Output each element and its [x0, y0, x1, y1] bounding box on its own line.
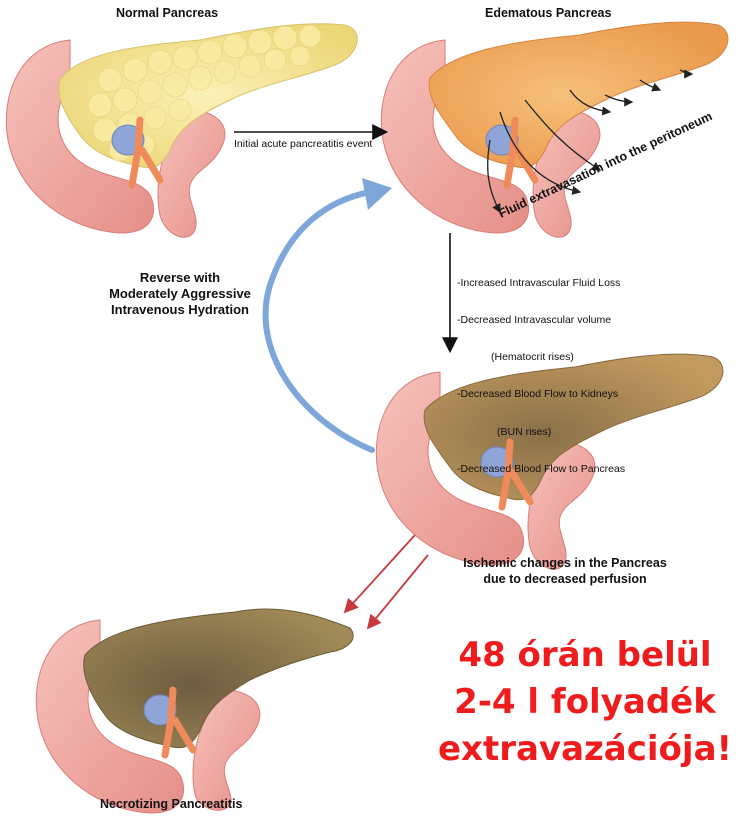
necrotizing-pancreatitis-title: Necrotizing Pancreatitis	[100, 797, 242, 811]
consequence-item: -Increased Intravascular Fluid Loss	[457, 277, 625, 289]
reverse-label-line: Intravenous Hydration	[80, 302, 280, 318]
reverse-hydration-arrow	[266, 178, 392, 450]
highlight-line: 2-4 l folyadék	[415, 679, 746, 726]
edematous-pancreas-title: Edematous Pancreas	[485, 6, 611, 20]
consequences-list: -Increased Intravascular Fluid Loss -Dec…	[457, 252, 625, 488]
ischemic-label: Ischemic changes in the Pancreas due to …	[425, 555, 705, 587]
ischemic-label-line: Ischemic changes in the Pancreas	[425, 555, 705, 571]
initial-event-label: Initial acute pancreatitis event	[234, 138, 372, 150]
reverse-hydration-label: Reverse with Moderately Aggressive Intra…	[80, 270, 280, 318]
highlight-line: 48 órán belül	[415, 632, 746, 679]
reverse-label-line: Reverse with	[80, 270, 280, 286]
normal-pancreas-illustration	[6, 24, 357, 238]
reverse-label-line: Moderately Aggressive	[80, 286, 280, 302]
consequence-item: -Decreased Intravascular volume	[457, 314, 625, 326]
normal-pancreas-title: Normal Pancreas	[116, 6, 218, 20]
ischemic-label-line: due to decreased perfusion	[425, 571, 705, 587]
consequence-item: (BUN rises)	[457, 426, 625, 438]
necrosis-arrows	[345, 535, 428, 628]
consequence-item: -Decreased Blood Flow to Kidneys	[457, 388, 625, 400]
necrotizing-pancreas-illustration	[36, 609, 353, 813]
consequence-item: (Hematocrit rises)	[457, 351, 625, 363]
highlight-line: extravazációja!	[415, 726, 746, 773]
highlight-message: 48 órán belül 2-4 l folyadék extravazáci…	[415, 632, 746, 773]
consequence-item: -Decreased Blood Flow to Pancreas	[457, 463, 625, 475]
